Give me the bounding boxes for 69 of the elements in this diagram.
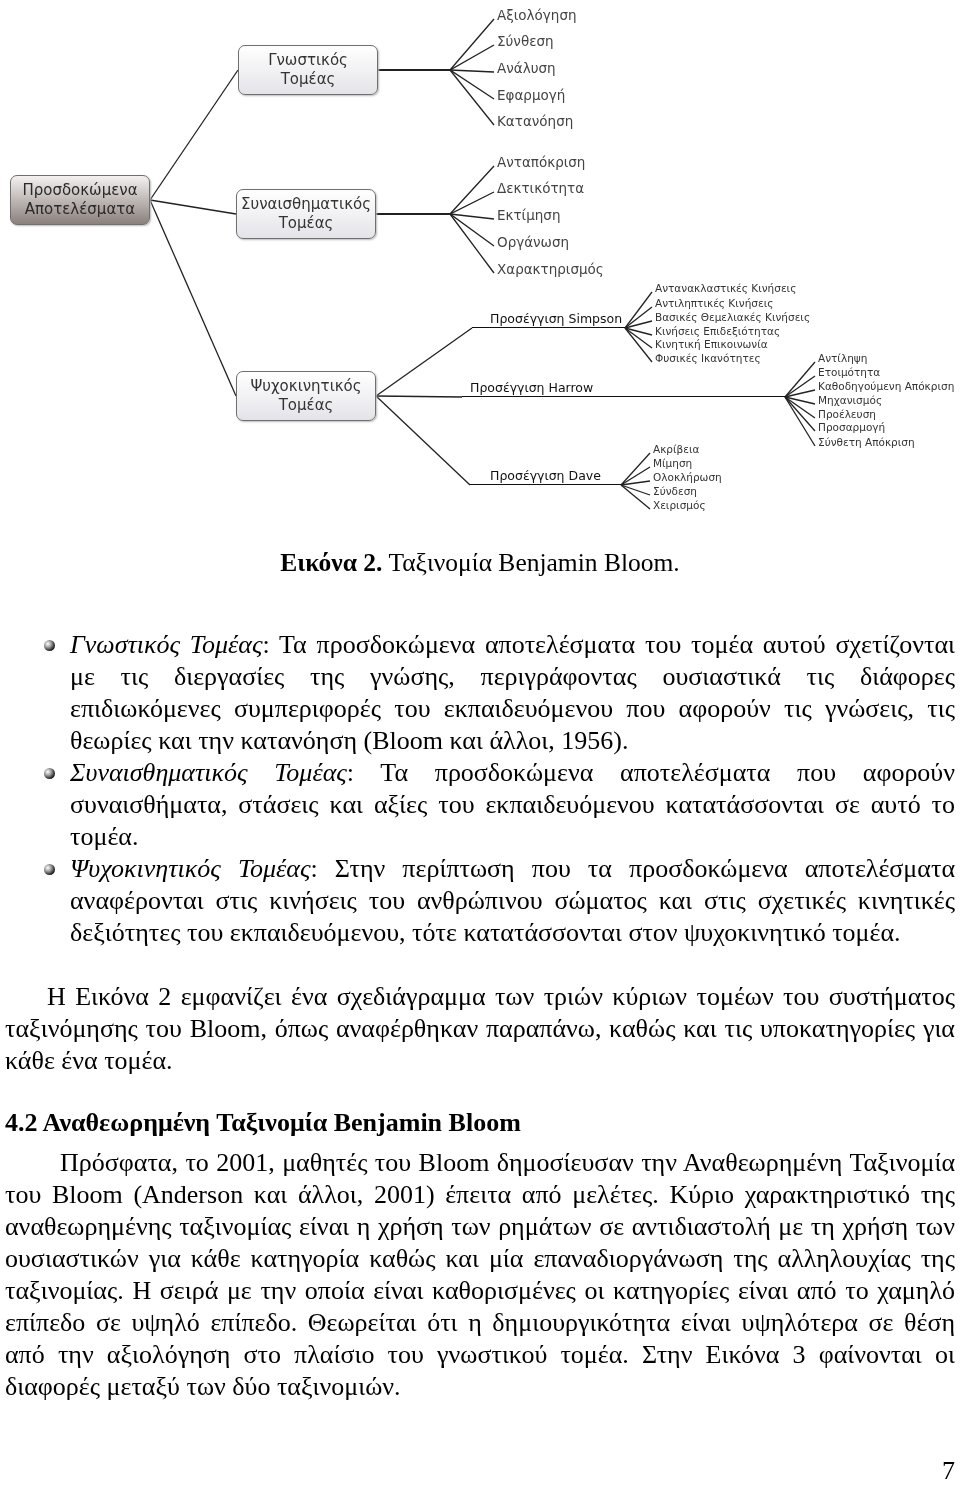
connector-line bbox=[620, 484, 651, 496]
connector-line bbox=[624, 327, 653, 363]
category-label: Οργάνωση bbox=[497, 233, 570, 251]
category-label: Εφαρμογή bbox=[497, 86, 566, 104]
page-number: 7 bbox=[941, 1455, 955, 1487]
approach-label: Προσέγγιση Harrow bbox=[462, 380, 785, 397]
connector-line bbox=[624, 320, 653, 329]
category-label: Προέλευση bbox=[818, 407, 876, 421]
connector-line bbox=[375, 395, 463, 398]
connector-line bbox=[784, 361, 816, 398]
domain-box: Συναισθηματικός Τομέας bbox=[236, 189, 376, 239]
connector-line bbox=[784, 375, 816, 398]
root-box: Προσδοκώμενα Αποτελέσματα bbox=[10, 175, 150, 225]
category-label: Ανάλυση bbox=[497, 59, 556, 77]
category-label: Χειρισμός bbox=[653, 498, 706, 512]
category-label: Εκτίμηση bbox=[497, 206, 561, 224]
category-label: Ετοιμότητα bbox=[818, 365, 881, 379]
category-label: Προσαρμογή bbox=[818, 420, 886, 434]
category-label: Δεκτικότητα bbox=[497, 179, 585, 197]
category-label: Αξιολόγηση bbox=[497, 6, 577, 24]
connector-line bbox=[624, 291, 653, 329]
connector-line bbox=[375, 213, 495, 274]
connector-line bbox=[149, 199, 237, 397]
category-label: Αντιληπτικές Κινήσεις bbox=[655, 296, 774, 310]
category-label: Κινητική Επικοινωνία bbox=[655, 337, 768, 351]
category-label: Μηχανισμός bbox=[818, 393, 883, 407]
connector-line bbox=[624, 327, 653, 349]
domain-box: Ψυχοκινητικός Τομέας bbox=[236, 371, 376, 421]
category-label: Ολοκλήρωση bbox=[653, 470, 722, 484]
connector-line bbox=[620, 466, 651, 486]
category-label: Ανταπόκριση bbox=[497, 153, 586, 171]
category-label: Μίμηση bbox=[653, 456, 693, 470]
connector-line bbox=[377, 69, 495, 126]
category-label: Φυσικές Ικανότητες bbox=[655, 351, 761, 365]
category-label: Σύνθεση bbox=[497, 32, 554, 50]
category-label: Σύνδεση bbox=[653, 484, 697, 498]
category-label: Αντίληψη bbox=[818, 351, 868, 365]
connector-line bbox=[375, 327, 473, 397]
connector-line bbox=[149, 69, 239, 201]
category-label: Καθοδηγούμενη Απόκριση bbox=[818, 379, 955, 393]
category-label: Ακρίβεια bbox=[653, 442, 700, 456]
connector-line bbox=[149, 199, 237, 215]
category-label: Χαρακτηρισμός bbox=[497, 260, 604, 278]
domain-box: Γνωστικός Τομέας bbox=[238, 45, 378, 95]
approach-label: Προσέγγιση Simpson bbox=[472, 311, 625, 328]
connector-line bbox=[375, 395, 471, 486]
category-label: Κινήσεις Επιδεξιότητας bbox=[655, 324, 781, 338]
connector-line bbox=[784, 396, 816, 447]
connector-line bbox=[620, 480, 651, 486]
category-label: Βασικές Θεμελιακές Κινήσεις bbox=[655, 310, 811, 324]
bullet-text: Ψυχοκινητικός Τομέας: Στην περίπτωση που τα προσδοκώμενα αποτελέσματα αναφέρονται στις κινήσεις του ανθρώπινου σώματος και στις σχετικές κινητικές δεξιότητες του εκπαιδευόμενου, τότε κατατάσσονται στον ψυχοκινητικό τομέα. bbox=[70, 853, 955, 949]
paragraph: Η Εικόνα 2 εμφανίζει ένα σχεδιάγραμμα των τριών κύριων τομέων του συστήματος ταξινόμησης του Bloom, όπως αναφέρθηκαν παραπάνω, καθώς και τις υποκατηγορίες για κάθε ένα τομέα. bbox=[5, 981, 955, 1077]
connector-line bbox=[620, 452, 651, 486]
section-heading: 4.2 Αναθεωρημένη Ταξινομία Benjamin Bloom bbox=[5, 1107, 522, 1139]
connector-line bbox=[784, 389, 816, 398]
figure-caption: Εικόνα 2. Ταξινομία Benjamin Bloom. bbox=[279, 547, 681, 579]
category-label: Σύνθετη Απόκριση bbox=[818, 435, 915, 449]
connector-line bbox=[784, 396, 816, 419]
bullet-text: Γνωστικός Τομέας: Τα προσδοκώμενα αποτελέσματα του τομέα αυτού σχετίζονται με τις διεργασίες της γνώσης, περιγράφοντας ουσιαστικά τις διάφορες επιδιωκόμενες συμπεριφορές του εκπαιδευόμενου που αφορούν τις γνώσεις, τις θεωρίες και την κατανόηση (Bloom και άλλοι, 1956). bbox=[70, 629, 955, 757]
category-label: Κατανόηση bbox=[497, 112, 574, 130]
bullet-text: Συναισθηματικός Τομέας: Τα προσδοκώμενα αποτελέσματα που αφορούν συναισθήματα, στάσεις και αξίες του εκπαιδευόμενου κατατάσσονται σε αυτό το τομέα. bbox=[70, 757, 955, 853]
connector-line bbox=[620, 484, 651, 510]
approach-label: Προσέγγιση Dave bbox=[470, 468, 621, 485]
category-label: Αντανακλαστικές Κινήσεις bbox=[655, 281, 797, 295]
paragraph: Πρόσφατα, το 2001, μαθητές του Bloom δημοσίευσαν την Αναθεωρημένη Ταξινομία του Bloom (Anderson και άλλοι, 2001) έπειτα από μελέτες. Κύριο χαρακτηριστικό της αναθεωρημένης ταξινομίας είναι η χρήση των ρημάτων σε αντιδιαστολή με τη χρήση των ουσιαστικών για κάθε κατηγορία καθώς και μία επαναδιοργάνωση της αλληλουχίας της ταξινομίας. Η σειρά με την οποία είναι καθορισμένες οι κατηγορίες είναι από το χαμηλό επίπεδο σε υψηλό επίπεδο. Θεωρείται ότι η δημιουργικότητα είναι υψηλότερα σε θέση από την αξιολόγηση στο πλαίσιο του γνωστικού τομέα. Στην Εικόνα 3 φαίνονται οι διαφορές μεταξύ των δύο ταξινομιών. bbox=[5, 1147, 955, 1403]
connector-line bbox=[784, 396, 816, 405]
connector-line bbox=[624, 306, 653, 329]
connector-line bbox=[624, 327, 653, 336]
connector-line bbox=[784, 396, 816, 432]
